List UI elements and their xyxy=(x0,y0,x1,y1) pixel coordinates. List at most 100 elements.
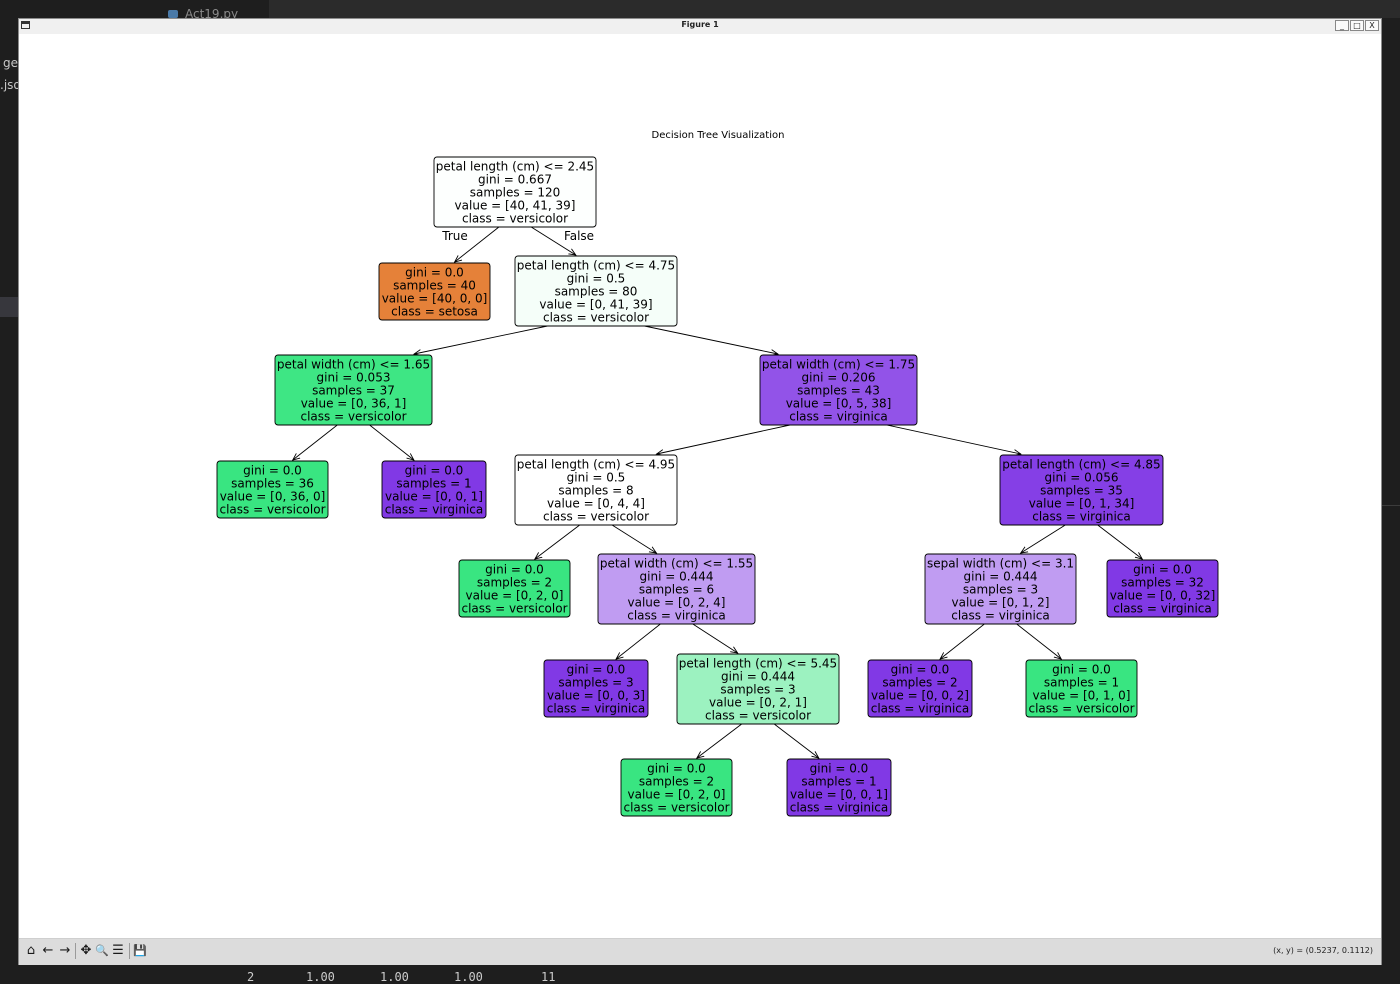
tree-edge xyxy=(1097,524,1143,559)
tree-node-text: value = [0, 2, 1] xyxy=(709,696,807,710)
decision-tree-plot: Decision Tree Visualization petal length… xyxy=(216,130,1219,817)
back-arrow-icon[interactable]: ← xyxy=(42,943,54,958)
terminal-output xyxy=(147,965,1400,983)
cursor-coordinates: (x, y) = (0.5237, 0.1112) xyxy=(1273,946,1373,955)
tree-node-text: samples = 40 xyxy=(393,279,476,293)
toolbar-separator xyxy=(75,943,76,959)
tree-node-text: value = [0, 0, 1] xyxy=(790,788,888,802)
tree-node-text: samples = 2 xyxy=(882,676,957,690)
close-button[interactable]: X xyxy=(1365,20,1379,31)
tree-node-text: value = [0, 5, 38] xyxy=(786,397,892,411)
tree-node-text: gini = 0.0 xyxy=(567,663,626,677)
tree-edge xyxy=(414,325,548,354)
tree-node-text: petal length (cm) <= 4.95 xyxy=(517,458,675,472)
tree-node-text: class = versicolor xyxy=(705,709,811,723)
tree-node-text: gini = 0.444 xyxy=(964,570,1038,584)
tree-node-text: value = [0, 1, 34] xyxy=(1029,497,1135,511)
tree-node-text: class = virginica xyxy=(547,702,645,716)
tree-node-text: gini = 0.0 xyxy=(1052,663,1111,677)
true-edge-label: True xyxy=(441,229,468,243)
python-file-icon xyxy=(168,10,178,18)
tree-node-box xyxy=(514,454,678,526)
figure-canvas[interactable]: Decision Tree Visualization petal length… xyxy=(19,34,1381,938)
tree-node-text: samples = 1 xyxy=(801,775,876,789)
tree-node-text: petal width (cm) <= 1.55 xyxy=(600,557,753,571)
explorer-fragment: .jso xyxy=(0,78,18,92)
tree-node-text: gini = 0.444 xyxy=(640,570,714,584)
tree-node-text: value = [0, 1, 2] xyxy=(952,596,1050,610)
explorer-fragment: ge xyxy=(3,56,18,70)
maximize-button[interactable]: □ xyxy=(1350,20,1364,31)
tree-node-text: value = [0, 0, 2] xyxy=(871,689,969,703)
tree-edge xyxy=(887,424,1021,454)
explorer-selection xyxy=(0,297,18,317)
tree-node-text: gini = 0.053 xyxy=(317,371,391,385)
tree-node-text: samples = 80 xyxy=(555,285,638,299)
tree-node-box xyxy=(597,553,756,625)
tree-edge xyxy=(535,524,580,559)
minimize-button[interactable]: _ xyxy=(1335,20,1349,31)
tree-edge xyxy=(611,524,656,553)
tree-node-text: gini = 0.0 xyxy=(485,563,544,577)
tree-node-text: class = virginica xyxy=(1032,510,1130,524)
tree-edge xyxy=(530,226,576,255)
tree-node-text: gini = 0.667 xyxy=(478,173,552,187)
tree-node-box xyxy=(924,553,1077,625)
tree-node-box xyxy=(867,659,973,718)
tree-node-text: class = versicolor xyxy=(461,602,567,616)
editor-tab[interactable]: Act19.py xyxy=(147,0,269,18)
tree-node-text: gini = 0.0 xyxy=(243,464,302,478)
tree-node-text: class = versicolor xyxy=(462,212,568,226)
tree-node-text: value = [0, 0, 32] xyxy=(1110,589,1216,603)
navigation-toolbar: ⌂ ← → ✥ 🔍 ☰ 💾 (x, y) = (0.5237, 0.1112) xyxy=(19,938,1381,965)
tree-node-box xyxy=(381,460,487,519)
forward-arrow-icon[interactable]: → xyxy=(59,943,71,958)
tree-node-text: petal length (cm) <= 5.45 xyxy=(679,657,837,671)
zoom-icon[interactable]: 🔍 xyxy=(95,944,109,957)
terminal-value: 1.00 xyxy=(380,970,409,984)
tree-node-text: samples = 3 xyxy=(720,683,795,697)
tree-node-text: samples = 2 xyxy=(477,576,552,590)
tree-node-text: class = virginica xyxy=(951,609,1049,623)
tree-node-text: value = [0, 0, 3] xyxy=(547,689,645,703)
configure-subplots-icon[interactable]: ☰ xyxy=(112,943,124,958)
tree-node-text: class = virginica xyxy=(385,503,483,517)
tree-node-box xyxy=(433,156,597,228)
tree-node-text: petal width (cm) <= 1.75 xyxy=(762,358,915,372)
editor-tab-bar xyxy=(147,0,1400,18)
tree-node-text: class = setosa xyxy=(391,305,478,319)
tree-node-text: samples = 43 xyxy=(797,384,880,398)
tree-node-text: gini = 0.056 xyxy=(1045,471,1119,485)
tree-node-text: gini = 0.0 xyxy=(1133,563,1192,577)
tree-node-text: samples = 6 xyxy=(639,583,714,597)
tree-node-text: gini = 0.0 xyxy=(405,464,464,478)
panel-divider xyxy=(1381,505,1400,506)
title-bar[interactable]: Figure 1 _ □ X xyxy=(19,19,1381,35)
tree-node-text: class = virginica xyxy=(627,609,725,623)
save-icon[interactable]: 💾 xyxy=(133,944,147,957)
tree-node-text: class = versicolor xyxy=(1028,702,1134,716)
tree-node-text: class = virginica xyxy=(1113,602,1211,616)
tree-node-box xyxy=(216,460,329,519)
home-icon[interactable]: ⌂ xyxy=(26,943,36,958)
window-icon xyxy=(21,21,30,29)
tree-node-text: samples = 1 xyxy=(1044,676,1119,690)
terminal-value: 2 xyxy=(247,970,255,984)
tree-node-text: value = [0, 2, 0] xyxy=(466,589,564,603)
tree-node-text: class = versicolor xyxy=(543,510,649,524)
tree-edge xyxy=(940,623,985,659)
tree-node-text: gini = 0.5 xyxy=(567,272,626,286)
terminal-value: 11 xyxy=(541,970,556,984)
pan-icon[interactable]: ✥ xyxy=(80,943,92,958)
